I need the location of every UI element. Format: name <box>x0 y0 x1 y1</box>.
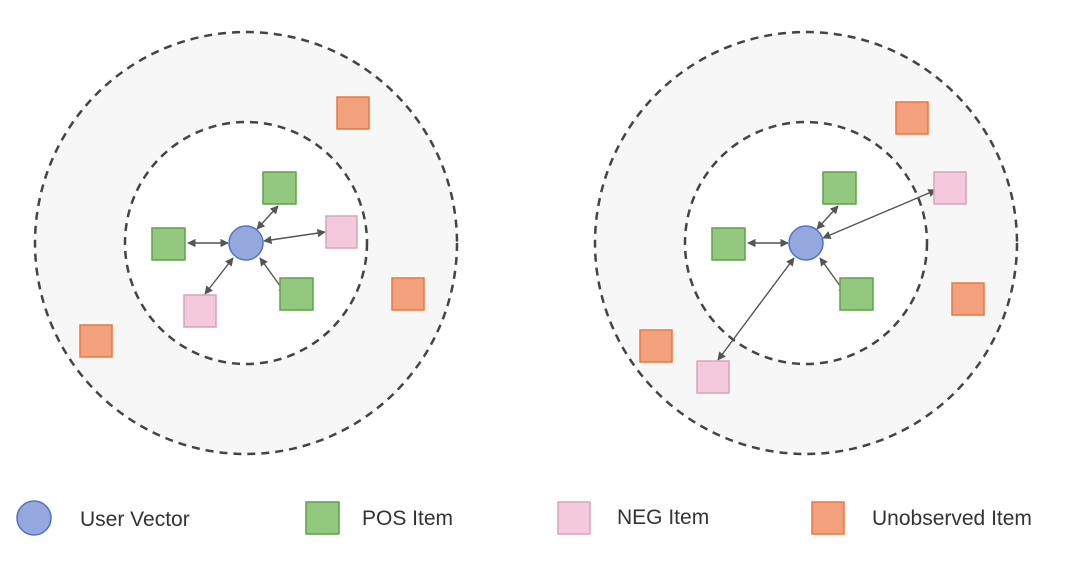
left-neg-item-bottom <box>183 294 217 328</box>
legend-user-vector-label: User Vector <box>80 508 190 531</box>
legend-pos-label: POS Item <box>362 507 453 530</box>
legend-item-neg: NEG Item <box>557 501 709 535</box>
left-pos-item-left <box>151 227 186 261</box>
right-pos-item-bottom <box>839 277 874 311</box>
right-unobserved-item-right <box>951 282 985 316</box>
legend-pos-swatch <box>305 501 340 535</box>
left-unobserved-item-right <box>391 277 425 311</box>
right-panel <box>593 30 1019 456</box>
right-unobserved-item-top <box>895 101 929 135</box>
legend-unobserved-label: Unobserved Item <box>872 507 1032 530</box>
legend-item-unobserved: Unobserved Item <box>811 501 1032 535</box>
left-unobserved-item-left <box>79 324 113 358</box>
left-panel <box>33 30 459 456</box>
left-user-vector <box>228 225 264 261</box>
right-arrow-neg-lower <box>717 257 795 361</box>
right-neg-item-upper <box>933 171 967 205</box>
left-unobserved-item-top <box>336 96 370 130</box>
right-neg-item-lower <box>696 360 730 394</box>
left-pos-item-top <box>262 171 297 205</box>
left-arrow-neg-right <box>263 228 326 245</box>
legend-user-vector-swatch <box>16 500 52 536</box>
right-unobserved-item-left <box>639 329 673 363</box>
right-pos-item-top <box>822 171 857 205</box>
right-user-vector <box>788 225 824 261</box>
legend-item-user-vector: User Vector <box>16 500 190 536</box>
legend-item-pos: POS Item <box>305 501 453 535</box>
right-pos-item-left <box>711 227 746 261</box>
right-arrow-neg-upper <box>822 189 937 239</box>
legend: User Vector POS Item NEG Item Unobserved… <box>16 500 1032 536</box>
legend-unobserved-swatch <box>811 501 845 535</box>
left-arrow-neg-bottom <box>204 257 234 295</box>
left-arrow-pos-top <box>256 205 279 230</box>
legend-neg-swatch <box>557 501 591 535</box>
left-pos-item-bottom <box>279 277 314 311</box>
left-neg-item-right <box>325 215 358 249</box>
legend-neg-label: NEG Item <box>617 506 709 529</box>
